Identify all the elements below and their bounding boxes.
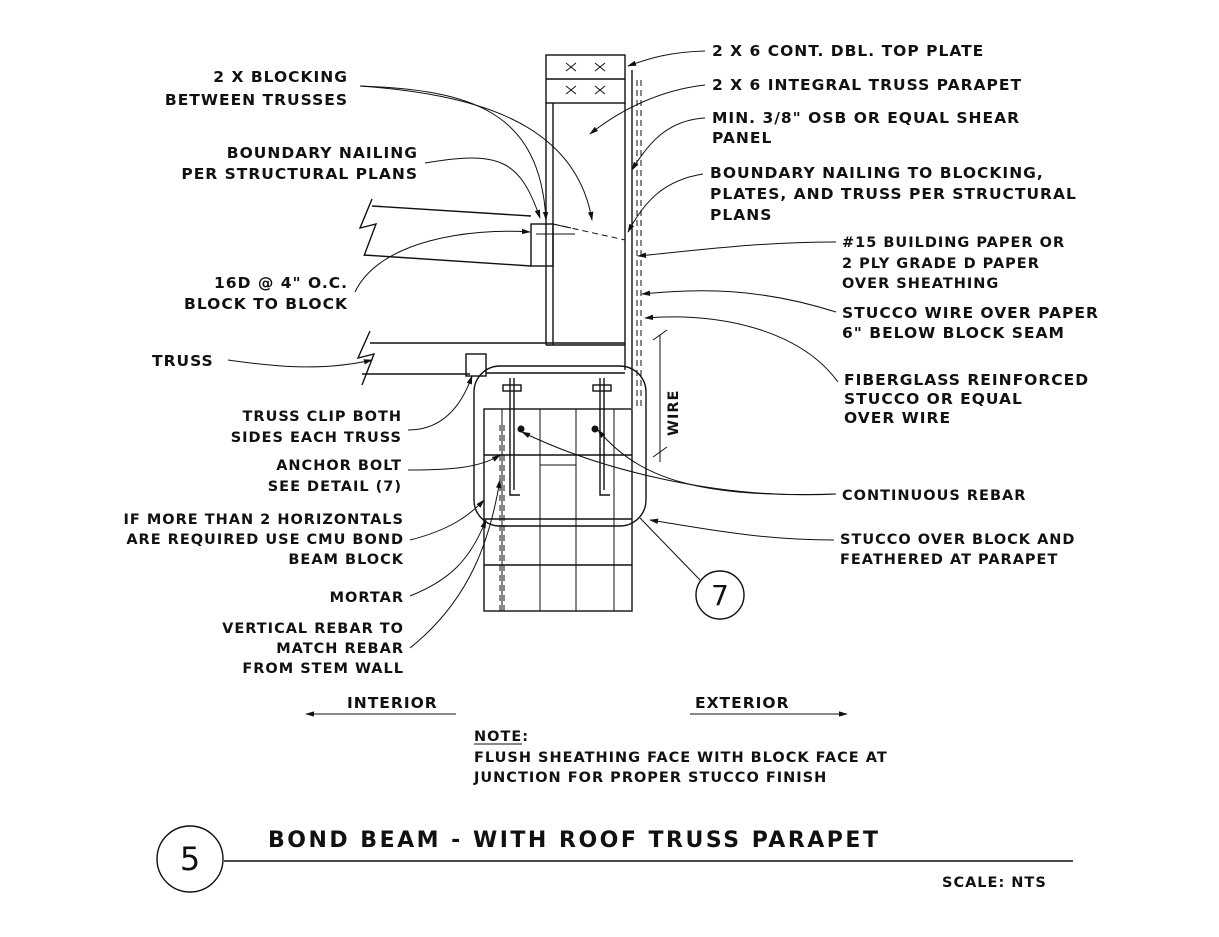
label-exterior: EXTERIOR bbox=[695, 694, 790, 712]
label-vertical-rebar-1: VERTICAL REBAR TO bbox=[222, 621, 404, 637]
cmu-wall bbox=[473, 365, 647, 612]
label-blocking-1: 2 X BLOCKING bbox=[213, 68, 348, 86]
roof-truss-top bbox=[371, 205, 532, 217]
label-osb-1: MIN. 3/8" OSB OR EQUAL SHEAR bbox=[712, 109, 1020, 127]
continuous-rebar bbox=[517, 425, 525, 433]
blocking bbox=[530, 223, 554, 267]
anchor-bolt bbox=[509, 378, 520, 496]
label-bond-beam-2: ARE REQUIRED USE CMU BOND bbox=[126, 532, 404, 548]
detail-title: BOND BEAM - WITH ROOF TRUSS PARAPET bbox=[268, 828, 880, 853]
label-fiberglass-2: STUCCO OR EQUAL bbox=[844, 390, 1023, 408]
label-bond-beam-3: BEAM BLOCK bbox=[288, 552, 404, 568]
wire-label: WIRE bbox=[666, 390, 682, 436]
detail-callout-outline bbox=[473, 365, 647, 527]
parapet-framing bbox=[356, 54, 642, 410]
label-vertical-rebar-2: MATCH REBAR bbox=[276, 641, 404, 657]
label-stucco-over-block-1: STUCCO OVER BLOCK AND bbox=[840, 532, 1075, 548]
label-parapet: 2 X 6 INTEGRAL TRUSS PARAPET bbox=[712, 76, 1022, 94]
left-labels: 2 X BLOCKING BETWEEN TRUSSES BOUNDARY NA… bbox=[124, 68, 594, 677]
label-truss-clip-1: TRUSS CLIP BOTH bbox=[243, 409, 402, 425]
label-stucco-wire-1: STUCCO WIRE OVER PAPER bbox=[842, 304, 1099, 322]
label-fiberglass-3: OVER WIRE bbox=[844, 409, 951, 427]
label-boundary-nailing-2: PER STRUCTURAL PLANS bbox=[181, 165, 418, 183]
note-line-2: JUNCTION FOR PROPER STUCCO FINISH bbox=[473, 770, 827, 786]
label-mortar: MORTAR bbox=[330, 590, 404, 606]
truss-clip bbox=[465, 353, 487, 377]
label-anchor-bolt-1: ANCHOR BOLT bbox=[276, 458, 402, 474]
label-top-plate: 2 X 6 CONT. DBL. TOP PLATE bbox=[712, 42, 984, 60]
label-building-paper-2: 2 PLY GRADE D PAPER bbox=[842, 256, 1040, 272]
label-vertical-rebar-3: FROM STEM WALL bbox=[242, 661, 404, 677]
label-boundary-right-3: PLANS bbox=[710, 206, 772, 224]
label-stucco-over-block-2: FEATHERED AT PARAPET bbox=[840, 552, 1058, 568]
label-bond-beam-1: IF MORE THAN 2 HORIZONTALS bbox=[124, 512, 404, 528]
label-blocking-2: BETWEEN TRUSSES bbox=[165, 91, 348, 109]
note-block: NOTE: FLUSH SHEATHING FACE WITH BLOCK FA… bbox=[473, 729, 888, 786]
label-fiberglass-1: FIBERGLASS REINFORCED bbox=[844, 371, 1089, 389]
label-building-paper-3: OVER SHEATHING bbox=[842, 276, 999, 292]
detail-number: 5 bbox=[180, 840, 200, 878]
note-line-1: FLUSH SHEATHING FACE WITH BLOCK FACE AT bbox=[474, 750, 888, 766]
wire-dimension: WIRE bbox=[652, 329, 682, 462]
direction-arrows: INTERIOR EXTERIOR bbox=[305, 694, 848, 717]
label-truss-clip-2: SIDES EACH TRUSS bbox=[231, 430, 402, 446]
scale-label: SCALE: NTS bbox=[942, 875, 1047, 891]
label-truss: TRUSS bbox=[152, 352, 214, 370]
label-stucco-wire-2: 6" BELOW BLOCK SEAM bbox=[842, 324, 1065, 342]
label-osb-2: PANEL bbox=[712, 129, 772, 147]
detail-reference-7: 7 bbox=[639, 517, 745, 620]
label-boundary-nailing-1: BOUNDARY NAILING bbox=[227, 144, 418, 162]
label-anchor-bolt-2: SEE DETAIL (7) bbox=[268, 479, 402, 495]
label-boundary-right-1: BOUNDARY NAILING TO BLOCKING, bbox=[710, 164, 1044, 182]
svg-text:7: 7 bbox=[711, 579, 729, 612]
face-shell-interior bbox=[483, 408, 503, 612]
note-heading: NOTE: bbox=[474, 729, 529, 745]
label-continuous-rebar: CONTINUOUS REBAR bbox=[842, 488, 1026, 504]
label-boundary-right-2: PLATES, AND TRUSS PER STRUCTURAL bbox=[710, 185, 1077, 203]
label-building-paper-1: #15 BUILDING PAPER OR bbox=[842, 235, 1065, 251]
label-interior: INTERIOR bbox=[347, 694, 438, 712]
label-nails-1: 16D @ 4" O.C. bbox=[214, 274, 348, 292]
label-nails-2: BLOCK TO BLOCK bbox=[184, 295, 348, 313]
face-shell-exterior bbox=[613, 408, 633, 612]
right-labels: 2 X 6 CONT. DBL. TOP PLATE 2 X 6 INTEGRA… bbox=[521, 42, 1099, 568]
title-block: 5 BOND BEAM - WITH ROOF TRUSS PARAPET SC… bbox=[156, 825, 1073, 893]
detail-number-circle bbox=[156, 825, 224, 893]
